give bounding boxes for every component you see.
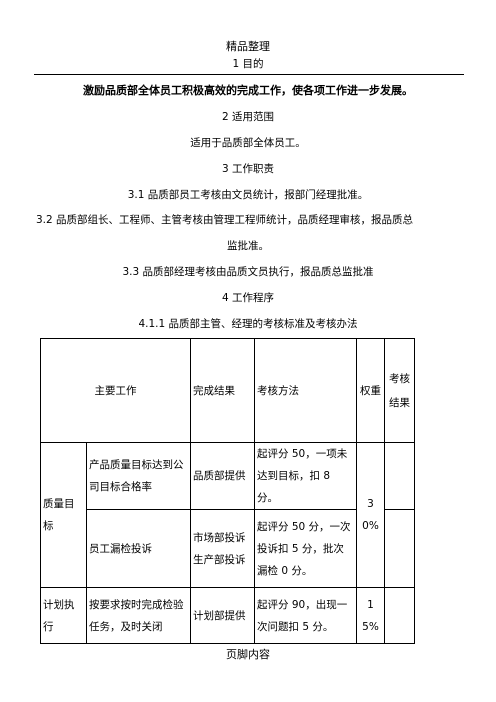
row-result: 市场部投诉生产部投诉	[190, 509, 255, 588]
section-3-2-line2: 监批准。	[227, 240, 269, 252]
row-score	[384, 509, 415, 588]
section-3-title: 3 工作职责	[221, 163, 275, 175]
plan-category: 计划执行	[40, 587, 87, 644]
quality-target-label: 质量目标	[40, 442, 87, 588]
section-4-1-1: 4.1.1 品质部主管、经理的考核标准及考核办法	[138, 318, 358, 330]
table-row: 质量目标 产品质量目标达到公司目标合格率 品质部提供 起评分 50，一项未达到目…	[40, 442, 415, 588]
row-score	[384, 442, 415, 510]
table-header-row: 主要工作 完成结果 考核方法 权重 考核结果	[40, 338, 415, 443]
section-4-title: 4 工作程序	[221, 292, 275, 304]
row-score	[384, 587, 415, 644]
table-row: 计划执行 按要求按时完成检验任务，及时关闭 计划部提供 起评分 90，出现一次问…	[40, 587, 415, 644]
section-3-3: 3.3 品质部经理考核由品质文员执行，报品质总监批准	[122, 266, 374, 278]
plan-weight: 15%	[356, 587, 385, 644]
section-1-body: 激励品质部全体员工积极高效的完成工作，使各项工作进一步发展。	[83, 84, 413, 97]
header-result: 完成结果	[190, 338, 255, 443]
section-3-2-line1: 3.2 品质部组长、工程师、主管考核由管理工程师统计，品质经理审核，报品质总	[36, 214, 414, 226]
header-method: 考核方法	[254, 338, 357, 443]
row-method: 起评分 50 分，一次投诉扣 5 分，批次漏检 0 分。	[254, 509, 357, 588]
row-method: 起评分 90，出现一次问题扣 5 分。	[254, 587, 357, 644]
quality-weight: 30%	[356, 442, 385, 588]
row-item: 产品质量目标达到公司目标合格率	[86, 442, 191, 510]
header-weight: 权重	[356, 338, 385, 443]
row-result: 计划部提供	[190, 587, 255, 644]
table-row: 员工漏检投诉 市场部投诉生产部投诉 起评分 50 分，一次投诉扣 5 分，批次漏…	[41, 509, 415, 588]
section-2-body: 适用于品质部全体员工。	[190, 137, 306, 149]
header-divider	[34, 74, 464, 75]
section-1-title: 1 目的	[232, 58, 264, 70]
page-header: 精品整理	[226, 40, 270, 53]
section-3-1: 3.1 品质部员工考核由文员统计，报部门经理批准。	[127, 189, 369, 201]
kpi-table: 主要工作 完成结果 考核方法 权重 考核结果 质量目标 产品质量目标达到公司目标…	[40, 338, 415, 644]
section-2-title: 2 适用范围	[221, 111, 275, 123]
row-item: 按要求按时完成检验任务，及时关闭	[86, 587, 191, 644]
header-main-work: 主要工作	[40, 338, 191, 443]
row-result: 品质部提供	[190, 442, 255, 510]
page-footer: 页脚内容	[226, 648, 270, 661]
row-item: 员工漏检投诉	[86, 509, 191, 588]
row-method: 起评分 50，一项未达到目标，扣 8 分。	[254, 442, 357, 510]
header-score: 考核结果	[384, 338, 415, 443]
